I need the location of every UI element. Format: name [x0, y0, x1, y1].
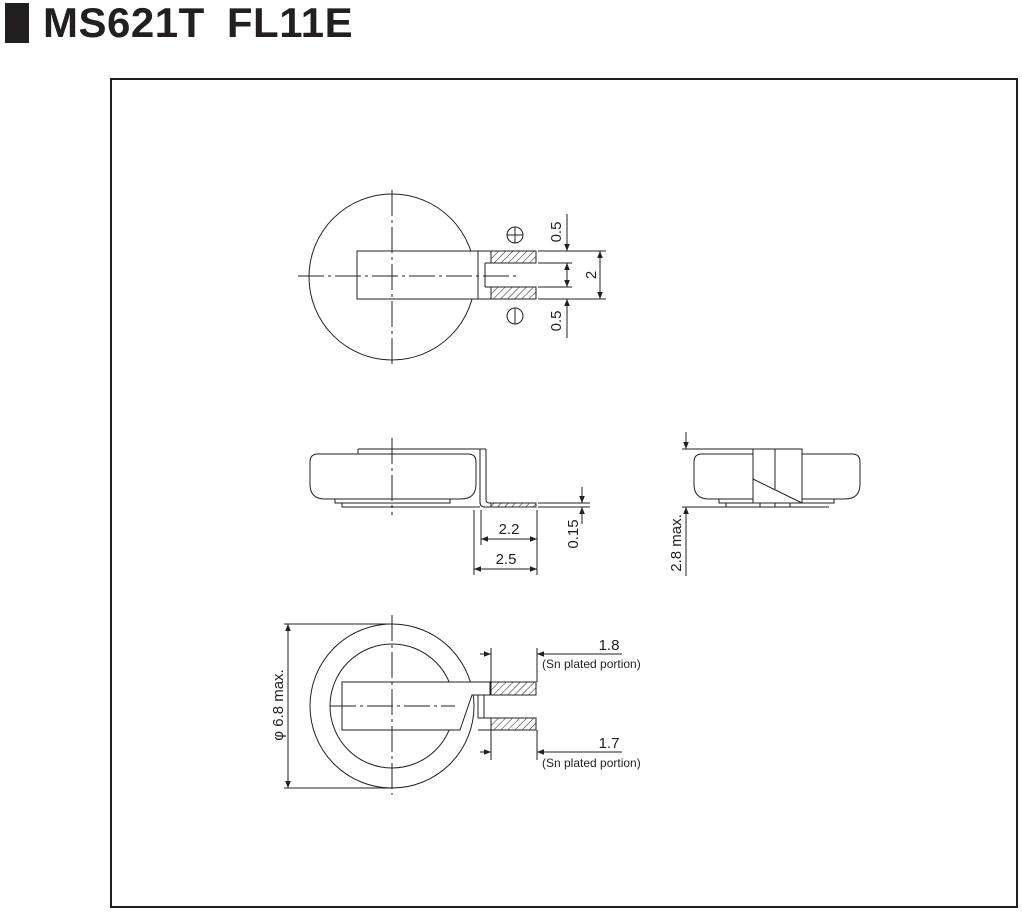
- title-marker-block: [5, 3, 29, 43]
- dim-top-lower-terminal-width: 0.5: [548, 311, 565, 332]
- top-view-positive-terminal: [490, 250, 537, 264]
- dim-end-height-max: 2.8 max.: [668, 514, 685, 572]
- dim-lower-sn-note: (Sn plated portion): [542, 756, 641, 770]
- end-view: [682, 432, 861, 576]
- dim-side-thickness: 0.15: [565, 519, 582, 548]
- dim-top-gap: 2: [583, 271, 600, 279]
- bottom-view-upper-terminal: [490, 681, 537, 696]
- end-view-tab: [752, 448, 803, 504]
- minus-terminal-icon: [506, 307, 524, 325]
- dim-side-outer-length: 2.5: [496, 551, 517, 568]
- bottom-view: [284, 615, 622, 795]
- dim-lower-sn-length: 1.7: [599, 735, 620, 752]
- drawing-frame: [110, 78, 1018, 908]
- dim-diameter-max: φ 6.8 max.: [270, 669, 287, 740]
- dim-upper-sn-length: 1.8: [599, 637, 620, 654]
- side-view: [309, 438, 590, 575]
- dim-side-inner-length: 2.2: [499, 521, 520, 538]
- bottom-view-lower-terminal: [490, 717, 537, 731]
- top-view: [298, 190, 606, 367]
- dim-top-upper-terminal-width: 0.5: [548, 222, 565, 243]
- top-view-tab: [356, 250, 479, 300]
- page-title: MS621T FL11E: [43, 0, 354, 46]
- side-view-terminal: [490, 502, 537, 508]
- dim-upper-sn-note: (Sn plated portion): [542, 657, 641, 671]
- side-view-cell-body: [309, 453, 477, 500]
- side-view-tab: [357, 448, 491, 508]
- plus-terminal-icon: [506, 226, 524, 244]
- title-bar: MS621T FL11E: [5, 0, 353, 46]
- top-view-negative-terminal: [490, 286, 537, 300]
